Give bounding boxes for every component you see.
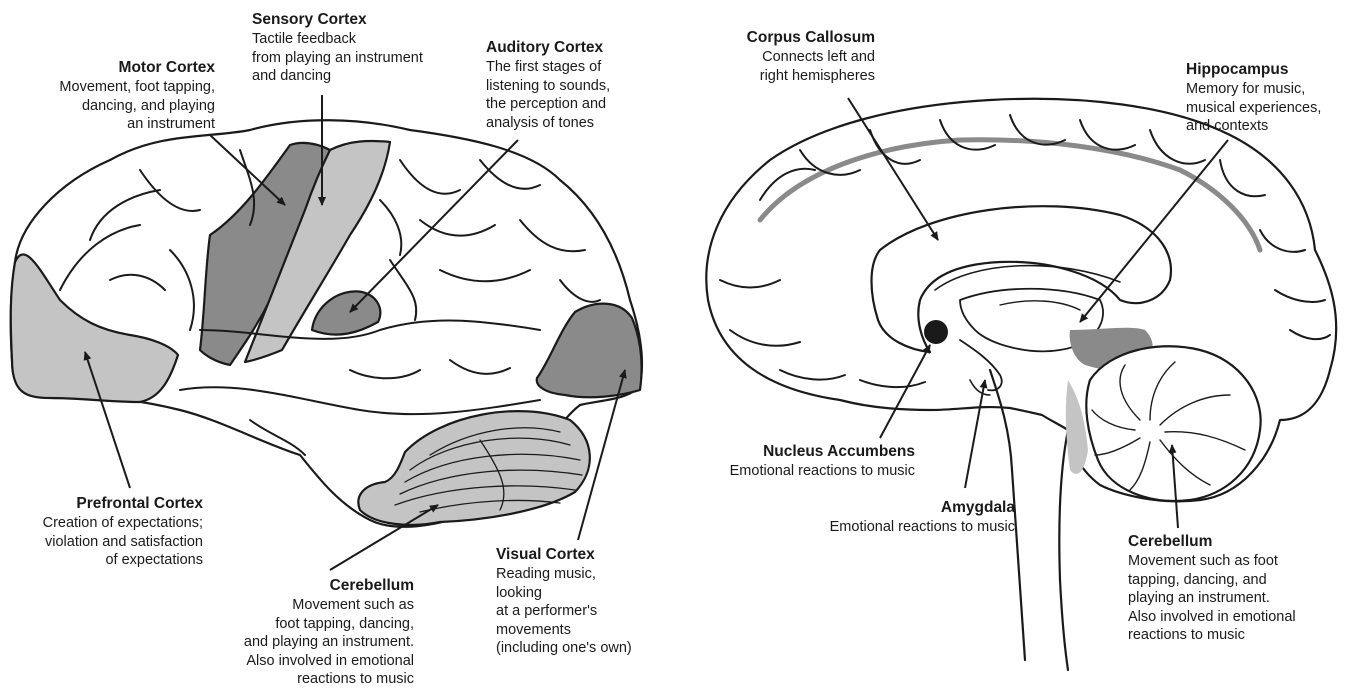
hippocampus-desc-line: and contexts: [1186, 117, 1321, 136]
auditory-cortex-label: Auditory Cortex The first stages of list…: [486, 38, 610, 132]
visual-cortex-desc-line: Reading music,: [496, 565, 632, 584]
amygdala-title: Amygdala: [830, 498, 1015, 518]
sensory-cortex-desc-line: from playing an instrument: [252, 49, 423, 68]
auditory-cortex-desc-line: The first stages of: [486, 58, 610, 77]
medial-cerebellum-desc-line: reactions to music: [1128, 626, 1296, 645]
medial-cerebellum-desc-line: Movement such as foot: [1128, 552, 1296, 571]
auditory-cortex-title: Auditory Cortex: [486, 38, 610, 58]
amygdala-desc-line: Emotional reactions to music: [830, 518, 1015, 537]
hippocampus-label: Hippocampus Memory for music, musical ex…: [1186, 60, 1321, 136]
visual-cortex-title: Visual Cortex: [496, 545, 632, 565]
prefrontal-cortex-desc-line: of expectations: [43, 551, 203, 570]
sensory-cortex-desc-line: and dancing: [252, 67, 423, 86]
motor-cortex-desc-line: dancing, and playing: [59, 97, 215, 116]
visual-cortex-desc-line: looking: [496, 584, 632, 603]
motor-cortex-desc-line: Movement, foot tapping,: [59, 78, 215, 97]
lateral-cerebellum-label: Cerebellum Movement such as foot tapping…: [244, 576, 414, 689]
auditory-cortex-desc-line: listening to sounds,: [486, 77, 610, 96]
hippocampus-desc-line: musical experiences,: [1186, 99, 1321, 118]
corpus-callosum-desc-line: Connects left and: [747, 48, 875, 67]
sensory-cortex-label: Sensory Cortex Tactile feedback from pla…: [252, 10, 423, 86]
nucleus-accumbens-title: Nucleus Accumbens: [730, 442, 915, 462]
hippocampus-desc-line: Memory for music,: [1186, 80, 1321, 99]
medial-cerebellum-title: Cerebellum: [1128, 532, 1296, 552]
motor-cortex-desc-line: an instrument: [59, 115, 215, 134]
corpus-callosum-title: Corpus Callosum: [747, 28, 875, 48]
medial-cerebellum-desc-line: playing an instrument.: [1128, 589, 1296, 608]
nucleus-accumbens-dot: [924, 320, 948, 344]
visual-cortex-desc-line: at a performer's: [496, 602, 632, 621]
lateral-cerebellum-desc-line: reactions to music: [244, 670, 414, 689]
visual-cortex-desc-line: (including one's own): [496, 639, 632, 658]
lateral-cerebellum-desc-line: Movement such as: [244, 596, 414, 615]
prefrontal-cortex-title: Prefrontal Cortex: [43, 494, 203, 514]
lateral-cerebellum-desc-line: foot tapping, dancing,: [244, 615, 414, 634]
medial-cerebellum-desc-line: tapping, dancing, and: [1128, 571, 1296, 590]
nucleus-accumbens-label: Nucleus Accumbens Emotional reactions to…: [730, 442, 915, 481]
lateral-cerebellum-title: Cerebellum: [244, 576, 414, 596]
corpus-callosum-desc-line: right hemispheres: [747, 67, 875, 86]
motor-cortex-title: Motor Cortex: [59, 58, 215, 78]
sensory-cortex-title: Sensory Cortex: [252, 10, 423, 30]
lateral-brain-view: [11, 120, 642, 527]
amygdala-label: Amygdala Emotional reactions to music: [830, 498, 1015, 537]
visual-cortex-desc-line: movements: [496, 621, 632, 640]
prefrontal-cortex-desc-line: Creation of expectations;: [43, 514, 203, 533]
medial-cerebellum-label: Cerebellum Movement such as foot tapping…: [1128, 532, 1296, 645]
lateral-cerebellum-desc-line: Also involved in emotional: [244, 652, 414, 671]
motor-cortex-label: Motor Cortex Movement, foot tapping, dan…: [59, 58, 215, 134]
prefrontal-cortex-desc-line: violation and satisfaction: [43, 533, 203, 552]
nucleus-accumbens-desc-line: Emotional reactions to music: [730, 462, 915, 481]
corpus-callosum-label: Corpus Callosum Connects left and right …: [747, 28, 875, 85]
prefrontal-cortex-label: Prefrontal Cortex Creation of expectatio…: [43, 494, 203, 570]
sensory-cortex-desc-line: Tactile feedback: [252, 30, 423, 49]
auditory-cortex-desc-line: the perception and: [486, 95, 610, 114]
medial-cerebellum-desc-line: Also involved in emotional: [1128, 608, 1296, 627]
auditory-cortex-desc-line: analysis of tones: [486, 114, 610, 133]
visual-cortex-label: Visual Cortex Reading music, looking at …: [496, 545, 632, 658]
lateral-cerebellum-desc-line: and playing an instrument.: [244, 633, 414, 652]
hippocampus-title: Hippocampus: [1186, 60, 1321, 80]
